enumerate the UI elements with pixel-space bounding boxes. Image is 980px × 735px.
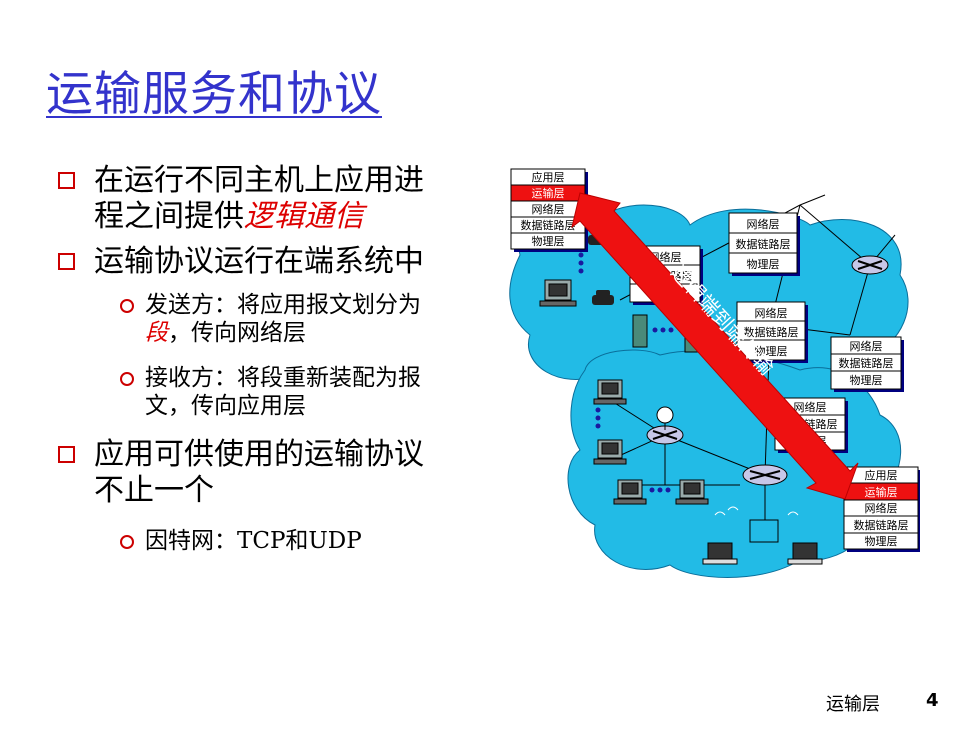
layer-network: 网络层 bbox=[747, 217, 780, 231]
router-icon bbox=[742, 464, 788, 486]
computer-icon bbox=[539, 279, 577, 307]
bullet-text-prefix: 程之间提供 bbox=[94, 199, 244, 234]
sub-bullet-text-line1: 接收方：将段重新装配为报 bbox=[145, 365, 421, 391]
sub-bullet-text-rest: ，传向网络层 bbox=[168, 320, 306, 346]
layer-datalink: 数据链路层 bbox=[854, 518, 909, 532]
router-stack-top: 网络层 数据链路层 物理层 bbox=[728, 212, 800, 276]
sub-bullet-text-line2: 段，传向网络层 bbox=[145, 319, 421, 347]
computer-icon bbox=[593, 379, 627, 405]
sub-bullet-sender: 发送方：将应用报文划分为 段，传向网络层 bbox=[120, 291, 421, 347]
router-icon bbox=[851, 255, 889, 275]
layer-physical: 物理层 bbox=[747, 257, 780, 271]
laptop-icon bbox=[787, 542, 823, 565]
bullet-text: 运输协议运行在端系统中 bbox=[94, 244, 424, 279]
layer-datalink: 数据链路层 bbox=[839, 356, 894, 370]
page-title: 运输服务和协议 bbox=[46, 67, 382, 122]
satellite-dish-icon bbox=[656, 406, 674, 430]
emphasis-segment: 段 bbox=[145, 320, 168, 346]
layer-physical: 物理层 bbox=[850, 373, 883, 387]
layer-transport: 运输层 bbox=[865, 485, 898, 499]
sub-bullet-receiver: 接收方：将段重新装配为报 文，传向应用层 bbox=[120, 364, 421, 420]
server-icon bbox=[632, 314, 648, 348]
layer-datalink: 数据链路层 bbox=[521, 218, 576, 232]
router-stack-middle: 网络层 数据链路层 物理层 bbox=[736, 301, 808, 363]
phone-icon bbox=[592, 290, 614, 305]
bullet-text-line1: 应用可供使用的运输协议 bbox=[94, 437, 424, 472]
router-icon bbox=[646, 425, 684, 445]
sub-bullet-text: 因特网：TCP和UDP bbox=[145, 528, 362, 554]
footer-chapter-label: 运输层 bbox=[826, 694, 880, 715]
sub-bullet-text-line1: 发送方：将应用报文划分为 bbox=[145, 292, 421, 318]
layer-datalink: 数据链路层 bbox=[736, 237, 791, 251]
host-stack-destination: 应用层 运输层 网络层 数据链路层 物理层 bbox=[843, 466, 920, 552]
bullet-end-systems: 运输协议运行在端系统中 bbox=[58, 244, 424, 280]
base-station-icon bbox=[749, 519, 779, 543]
computer-icon bbox=[675, 479, 709, 505]
layer-network: 网络层 bbox=[532, 202, 565, 216]
sub-bullet-internet-protocols: 因特网：TCP和UDP bbox=[120, 527, 362, 555]
bullet-text-line2: 不止一个 bbox=[94, 473, 214, 508]
layer-transport: 运输层 bbox=[532, 186, 565, 200]
sub-bullet-text-line2: 文，传向应用层 bbox=[145, 393, 306, 419]
layer-application: 应用层 bbox=[865, 468, 898, 482]
layer-network: 网络层 bbox=[850, 339, 883, 353]
bullet-text-line2: 程之间提供逻辑通信 bbox=[94, 199, 424, 235]
emphasis-logical-communication: 逻辑通信 bbox=[244, 199, 364, 234]
computer-icon bbox=[593, 439, 627, 465]
computer-icon bbox=[613, 479, 647, 505]
layer-application: 应用层 bbox=[532, 170, 565, 184]
layer-network: 网络层 bbox=[794, 400, 827, 414]
circle-bullet-icon bbox=[120, 535, 134, 549]
page-number: 4 bbox=[926, 690, 939, 711]
laptop-icon bbox=[702, 542, 738, 565]
host-stack-source: 应用层 运输层 网络层 数据链路层 物理层 bbox=[510, 168, 588, 252]
router-stack-right: 网络层 数据链路层 物理层 bbox=[830, 336, 904, 392]
wireless-signal-icon bbox=[714, 506, 799, 516]
layer-physical: 物理层 bbox=[865, 534, 898, 548]
network-diagram: 网络层 数据链路层 物理层 网络层 数据链路层 物理层 网络层 数据链路层 物理… bbox=[509, 168, 920, 578]
bullet-text-line1: 在运行不同主机上应用进 bbox=[94, 163, 424, 198]
square-bullet-icon bbox=[58, 253, 75, 270]
bullet-multiple-protocols: 应用可供使用的运输协议 不止一个 bbox=[58, 437, 424, 509]
circle-bullet-icon bbox=[120, 299, 134, 313]
square-bullet-icon bbox=[58, 446, 75, 463]
circle-bullet-icon bbox=[120, 372, 134, 386]
layer-physical: 物理层 bbox=[532, 234, 565, 248]
bullet-logical-communication: 在运行不同主机上应用进 程之间提供逻辑通信 bbox=[58, 163, 424, 235]
layer-network: 网络层 bbox=[755, 306, 788, 320]
square-bullet-icon bbox=[58, 172, 75, 189]
layer-physical: 物理层 bbox=[755, 344, 788, 358]
layer-network: 网络层 bbox=[865, 501, 898, 515]
layer-datalink: 数据链路层 bbox=[744, 325, 799, 339]
